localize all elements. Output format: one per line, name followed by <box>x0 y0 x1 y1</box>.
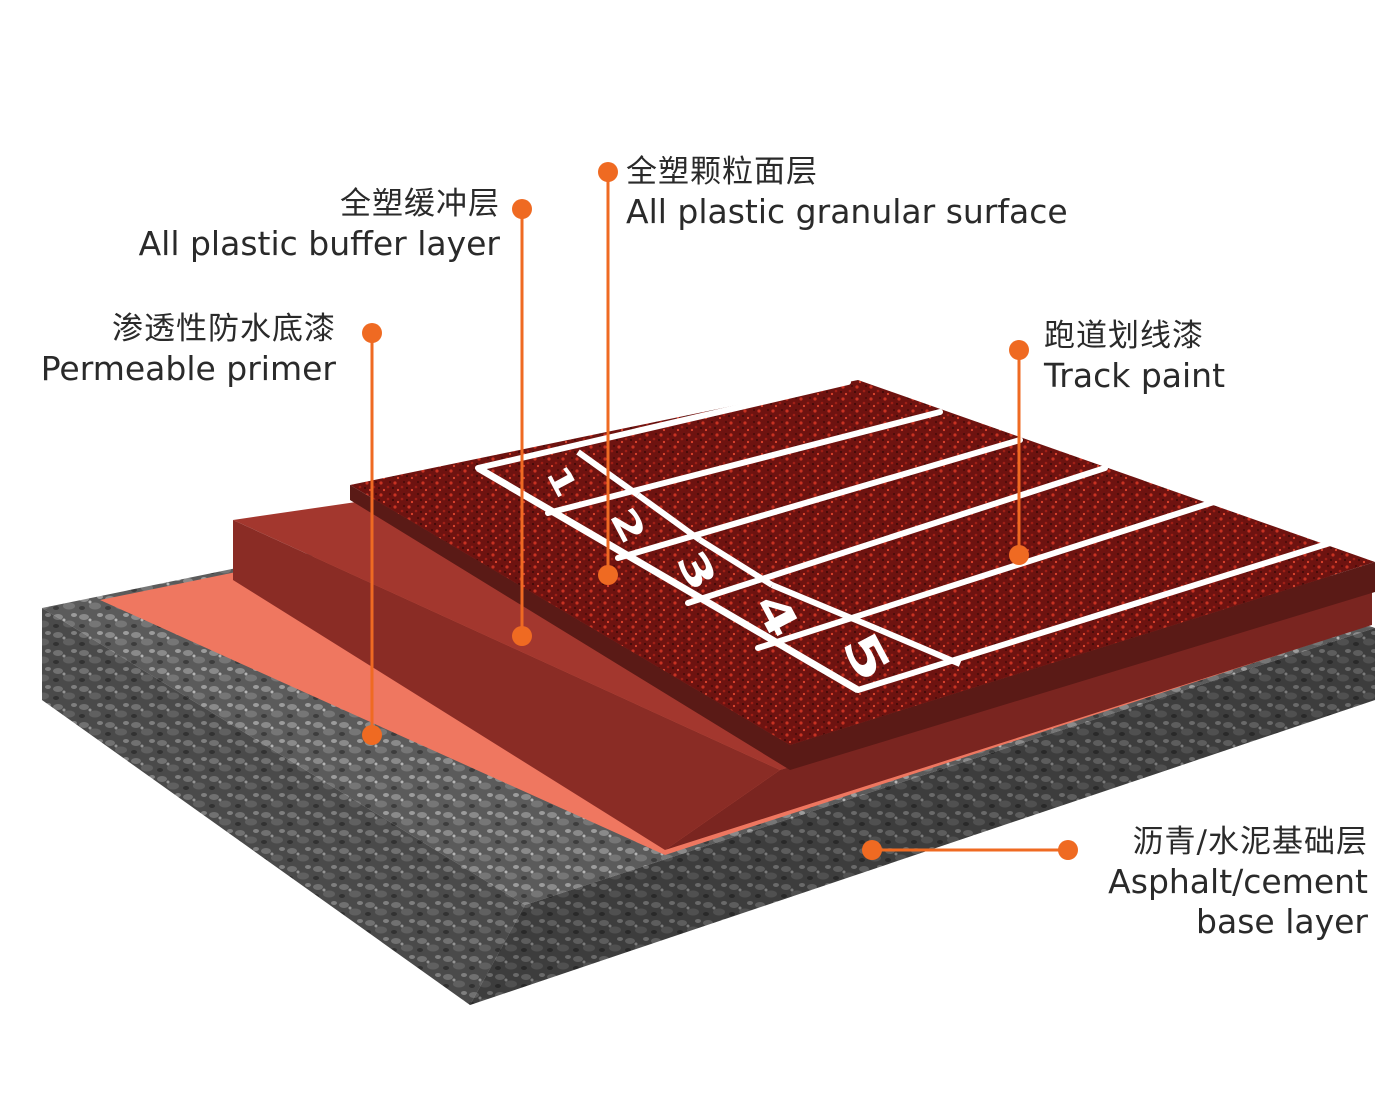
lane-line <box>545 409 943 516</box>
callout-label-buffer: 全塑缓冲层 All plastic buffer layer <box>139 186 500 264</box>
callout-surface-en: All plastic granular surface <box>626 191 1068 231</box>
callout-buffer-en: All plastic buffer layer <box>138 223 500 263</box>
lane-line <box>685 465 1108 606</box>
number-box-line <box>698 537 774 588</box>
lane-line <box>615 437 1023 561</box>
callout-label-primer: 渗透性防水底漆 Permeable primer <box>41 311 336 389</box>
callout-base-en-line1: Asphalt/cement <box>1108 861 1368 901</box>
leader-dot-surface-label <box>598 162 618 182</box>
callout-surface-zh: 全塑颗粒面层 <box>626 154 818 190</box>
callout-primer-en: Permeable primer <box>40 348 336 388</box>
leader-dot-base-label <box>1058 840 1078 860</box>
number-box-line <box>770 582 882 633</box>
leader-dot-surface-target <box>598 565 618 585</box>
leader-dot-paint-label <box>1009 340 1029 360</box>
base-layer-side-shade <box>470 628 1375 1005</box>
lane-line <box>755 497 1223 651</box>
callout-leaders <box>362 162 1078 860</box>
leader-dot-paint-target <box>1009 545 1029 565</box>
start-line <box>476 464 860 694</box>
buffer-layer-side <box>665 590 1372 850</box>
callout-label-paint: 跑道划线漆 Track paint <box>1044 318 1225 396</box>
callout-label-base: 沥青/水泥基础层 Asphalt/cement base layer <box>1108 824 1368 942</box>
number-box-line <box>878 627 962 667</box>
leader-dot-buffer-target <box>512 626 532 646</box>
callout-base-en-line2: base layer <box>1196 902 1368 942</box>
callout-primer-zh: 渗透性防水底漆 <box>112 311 336 347</box>
buffer-layer-front <box>233 520 780 850</box>
leader-dot-base-target <box>862 840 882 860</box>
base-layer-front <box>42 608 525 1005</box>
granular-surface-front <box>350 485 790 770</box>
base-layer-side <box>470 628 1375 1005</box>
callout-paint-en: Track paint <box>1044 355 1226 395</box>
number-box-line <box>636 492 702 543</box>
callout-base-zh: 沥青/水泥基础层 <box>1132 824 1368 860</box>
leader-dot-buffer-label <box>512 199 532 219</box>
callout-buffer-zh: 全塑缓冲层 <box>340 186 500 222</box>
lane-line <box>475 379 851 471</box>
granular-surface-side <box>790 562 1375 770</box>
leader-dot-primer-label <box>362 323 382 343</box>
base-layer-front-shade <box>42 608 525 1005</box>
callout-paint-zh: 跑道划线漆 <box>1044 318 1204 354</box>
callout-label-surface: 全塑颗粒面层 All plastic granular surface <box>626 154 1068 232</box>
leader-dot-primer-target <box>362 725 382 745</box>
lane-line <box>855 540 1333 693</box>
